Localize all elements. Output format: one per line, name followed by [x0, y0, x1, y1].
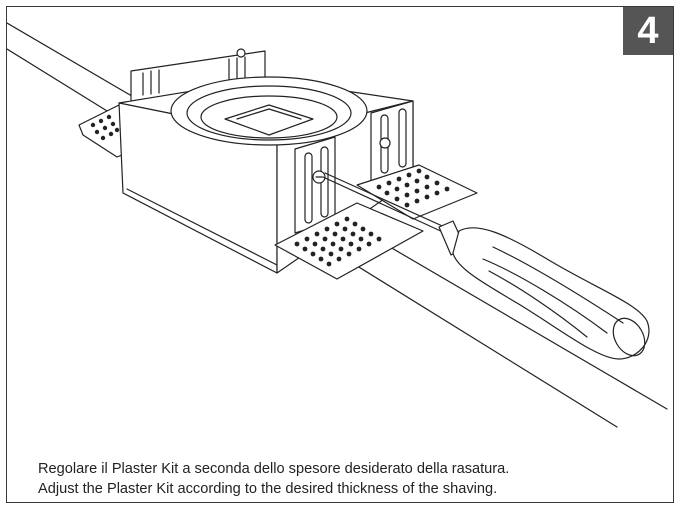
plaster-plate-front: [274, 202, 424, 280]
plate-holes-right: [376, 168, 450, 208]
screwdriver: [322, 172, 650, 360]
step-number-badge: 4: [623, 7, 673, 55]
instruction-caption: Regolare il Plaster Kit a seconda dello …: [38, 459, 658, 499]
caption-english: Adjust the Plaster Kit according to the …: [38, 481, 498, 497]
housing-back-wall: [130, 48, 266, 102]
assembly-illustration: [7, 22, 668, 428]
caption-italian: Regolare il Plaster Kit a seconda dello …: [38, 461, 510, 477]
adjustment-bracket-front: [294, 136, 336, 234]
plaster-plate-right: [356, 164, 478, 220]
instruction-panel: 4 Regolare il Plaster Kit a seconda dell…: [6, 6, 674, 503]
plate-holes-front: [294, 216, 382, 267]
